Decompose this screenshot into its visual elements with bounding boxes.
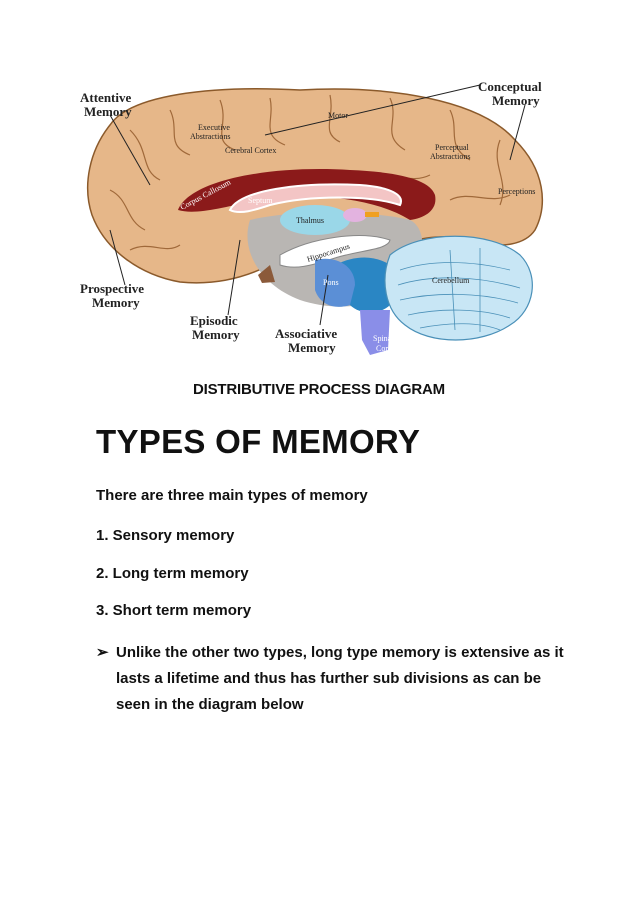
- label-associative-line2: Memory: [288, 340, 336, 355]
- region-perceptual-line2: Abstractions: [430, 152, 470, 161]
- label-prospective-line2: Memory: [92, 295, 140, 310]
- label-episodic-line1: Episodic: [190, 313, 238, 328]
- region-motor: Motor: [328, 111, 348, 120]
- brain-memory-diagram: Attentive Memory Conceptual Memory Prosp…: [70, 70, 570, 370]
- region-spinal-line2: Cord: [376, 344, 392, 353]
- region-perceptual-line1: Perceptual: [435, 143, 470, 152]
- label-associative-line1: Associative: [275, 326, 337, 341]
- pineal-shape: [343, 208, 367, 222]
- region-cortex: Cerebral Cortex: [225, 146, 276, 155]
- label-episodic-line2: Memory: [192, 327, 240, 342]
- list-item-long-term: 2. Long term memory: [96, 565, 249, 582]
- label-conceptual-line1: Conceptual: [478, 79, 542, 94]
- region-thalmus: Thalmus: [296, 216, 324, 225]
- label-attentive-line2: Memory: [84, 104, 132, 119]
- label-conceptual-line2: Memory: [492, 93, 540, 108]
- page-title: TYPES OF MEMORY: [96, 423, 420, 461]
- region-executive-line2: Abstractions: [190, 132, 230, 141]
- list-item-sensory: 1. Sensory memory: [96, 527, 234, 544]
- intro-text: There are three main types of memory: [96, 487, 368, 504]
- region-septum: Septum: [248, 196, 273, 205]
- cerebellum-shape: [385, 236, 532, 340]
- arrow-bullet-icon: ➢: [96, 640, 109, 666]
- bullet-text: Unlike the other two types, long type me…: [96, 640, 566, 718]
- bullet-paragraph: ➢ Unlike the other two types, long type …: [96, 640, 566, 718]
- diagram-caption: DISTRIBUTIVE PROCESS DIAGRAM: [0, 381, 638, 398]
- region-spinal-line1: Spinal: [373, 334, 394, 343]
- label-attentive-line1: Attentive: [80, 90, 131, 105]
- region-pons: Pons: [323, 278, 339, 287]
- label-prospective-line1: Prospective: [80, 281, 144, 296]
- region-cerebellum: Cerebellum: [432, 276, 470, 285]
- list-item-short-term: 3. Short term memory: [96, 602, 251, 619]
- region-perceptions: Perceptions: [498, 187, 535, 196]
- region-executive-line1: Executive: [198, 123, 230, 132]
- orange-spot: [365, 212, 379, 217]
